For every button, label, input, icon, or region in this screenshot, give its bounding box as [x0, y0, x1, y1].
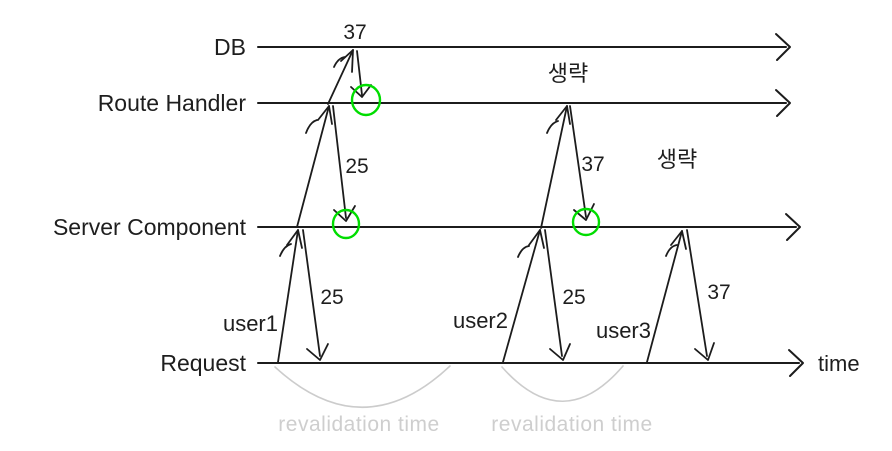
user1-rh-to-db-tick	[333, 56, 346, 68]
user3-request-up-arrow	[646, 230, 683, 363]
highlight-circle-server-component-user2	[571, 207, 601, 237]
revalidation-span-1: revalidation time	[274, 365, 451, 436]
user2-request-up-tick	[517, 245, 530, 258]
value-rh-response-user1: 25	[345, 155, 368, 178]
revalidation-label-2: revalidation time	[491, 413, 652, 436]
user1-sc-to-rh-tick	[305, 119, 318, 134]
time-axis-label: time	[818, 351, 860, 376]
user3-request-up-arrowhead-icon	[670, 230, 687, 250]
user2-sc-to-rh-tick	[546, 120, 559, 134]
user1-rh-to-db-arrowhead-icon	[340, 49, 354, 73]
revalidation-arc-1	[274, 365, 451, 408]
user1-db-to-rh-down-arrow	[356, 50, 363, 96]
flow-user3: 37 user3	[596, 229, 731, 363]
user1-request-up-tick	[279, 243, 292, 257]
lifeline-server-component: Server Component	[53, 213, 801, 241]
user1-sc-to-rh-up-arrow	[296, 105, 330, 228]
user3-sc-to-request-arrowhead-icon	[694, 342, 715, 361]
user1-sc-to-rh-arrowhead-icon	[317, 105, 333, 125]
user2-rh-to-sc-arrowhead-icon	[573, 203, 595, 221]
user1-label: user1	[223, 311, 278, 336]
value-sc-response-user2: 25	[562, 286, 585, 309]
user2-request-up-arrow	[502, 229, 541, 363]
user1-sc-to-request-arrowhead-icon	[306, 343, 329, 361]
lifeline-db: DB	[214, 33, 791, 61]
lifeline-label-server-component: Server Component	[53, 214, 247, 240]
revalidation-arc-2	[501, 365, 624, 402]
flow-user2: 37 25 user2	[453, 105, 605, 363]
lifeline-request: Request time	[160, 349, 860, 377]
user2-request-up-arrowhead-icon	[528, 229, 545, 249]
server-component-line-arrowhead-icon	[785, 213, 801, 241]
revalidation-label-1: revalidation time	[278, 413, 439, 436]
user1-request-up-arrow	[277, 229, 299, 363]
value-db-response: 37	[343, 21, 366, 44]
user3-sc-to-request-down-arrow	[686, 229, 708, 357]
route-handler-line-arrowhead-icon	[775, 89, 791, 117]
user2-sc-to-rh-arrowhead-icon	[555, 105, 571, 125]
user1-rh-to-sc-arrowhead-icon	[333, 205, 356, 222]
lifeline-route-handler: Route Handler	[98, 89, 791, 117]
user1-sc-to-request-down-arrow	[302, 229, 321, 357]
user2-sc-to-request-down-arrow	[544, 229, 563, 357]
user3-request-up-tick	[665, 244, 678, 257]
db-line-arrowhead-icon	[775, 33, 791, 61]
request-line-arrowhead-icon	[788, 349, 804, 377]
user1-rh-to-sc-down-arrow	[332, 105, 347, 219]
user1-request-up-arrowhead-icon	[286, 229, 303, 249]
revalidation-span-2: revalidation time	[491, 365, 652, 436]
user2-label: user2	[453, 308, 508, 333]
omitted-label-top: 생략	[548, 61, 588, 86]
user2-sc-to-request-arrowhead-icon	[549, 343, 571, 361]
lifeline-label-route-handler: Route Handler	[98, 90, 247, 116]
user2-rh-to-sc-down-arrow	[569, 105, 587, 218]
highlight-circle-route-handler	[350, 83, 382, 117]
lifeline-label-request: Request	[160, 350, 246, 376]
lifeline-label-db: DB	[214, 34, 246, 60]
value-sc-response-user1: 25	[320, 286, 343, 309]
highlight-circle-server-component-user1	[331, 208, 361, 240]
omitted-label-middle: 생략	[657, 147, 697, 172]
flow-user1: 37 25 25 user1	[223, 21, 372, 363]
user1-db-to-rh-arrowhead-icon	[350, 84, 372, 98]
value-sc-response-user3: 37	[707, 281, 730, 304]
user1-rh-to-db-up-arrow	[327, 49, 354, 105]
value-rh-response-user2: 37	[581, 153, 604, 176]
user2-sc-to-rh-up-arrow	[540, 105, 568, 229]
user3-label: user3	[596, 318, 651, 343]
